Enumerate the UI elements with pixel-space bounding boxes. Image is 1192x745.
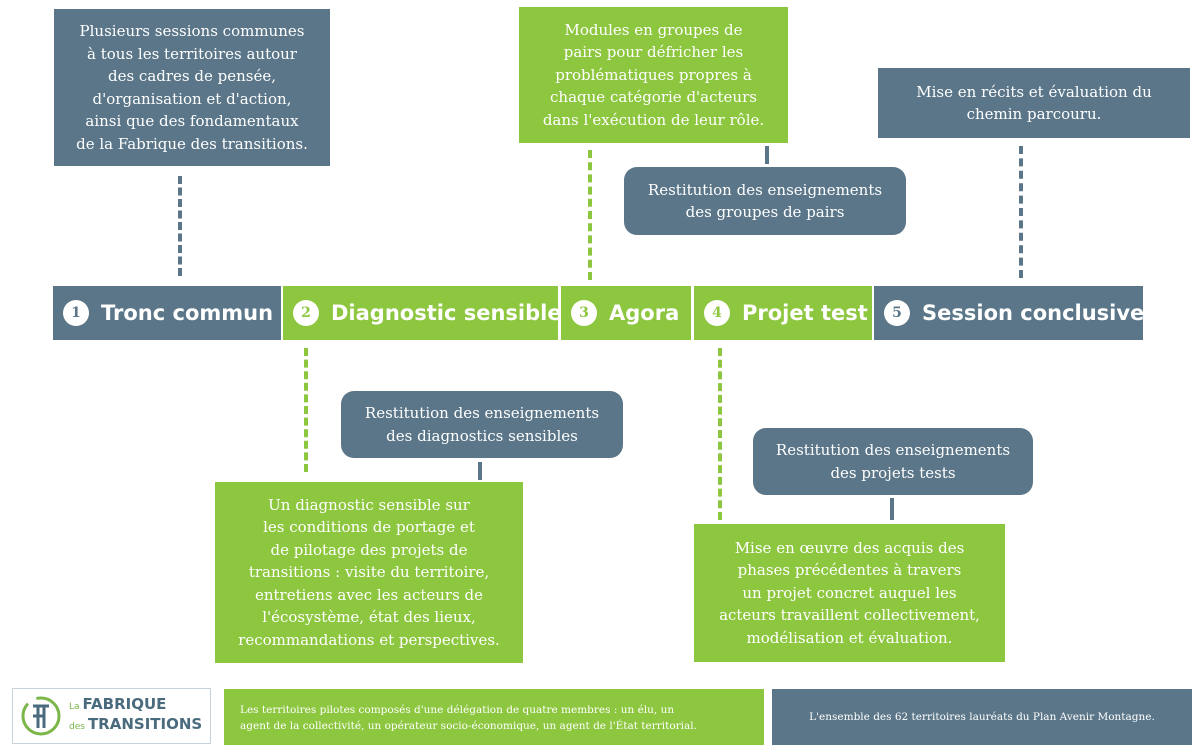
phase-tronc-commun: 1 Tronc commun: [53, 286, 281, 340]
phase-agora: 3 Agora: [561, 286, 691, 340]
phase-label: Agora: [609, 301, 680, 325]
phase-number: 1: [63, 300, 89, 326]
connector-agora: [588, 150, 592, 280]
connector-projet: [718, 348, 722, 520]
phase-number: 3: [571, 300, 597, 326]
phase-label: Tronc commun: [101, 301, 274, 325]
fabrique-emblem-icon: [21, 696, 61, 736]
phase-number: 5: [884, 300, 910, 326]
phase-session-conclusive: 5 Session conclusive: [874, 286, 1145, 340]
phase-number: 2: [293, 300, 319, 326]
phase-label: Session conclusive: [922, 301, 1145, 325]
phase-projet-test: 4 Projet test: [694, 286, 872, 340]
connector-restitution-pairs: [765, 146, 769, 164]
connector-conclusive: [1019, 146, 1023, 278]
phase-label: Projet test: [742, 301, 868, 325]
phase-number: 4: [704, 300, 730, 326]
phase-label: Diagnostic sensible: [331, 301, 562, 325]
connector-tronc: [178, 176, 182, 276]
connector-diagnostic: [304, 348, 308, 472]
phase-diagnostic-sensible: 2 Diagnostic sensible: [283, 286, 562, 340]
connector-restitution-diag: [478, 462, 482, 480]
pilot-territories-note: Les territoires pilotes composés d'une d…: [224, 689, 764, 745]
laureate-territories-note: L'ensemble des 62 territoires lauréats d…: [772, 689, 1192, 745]
connector-restitution-tests: [890, 498, 894, 520]
